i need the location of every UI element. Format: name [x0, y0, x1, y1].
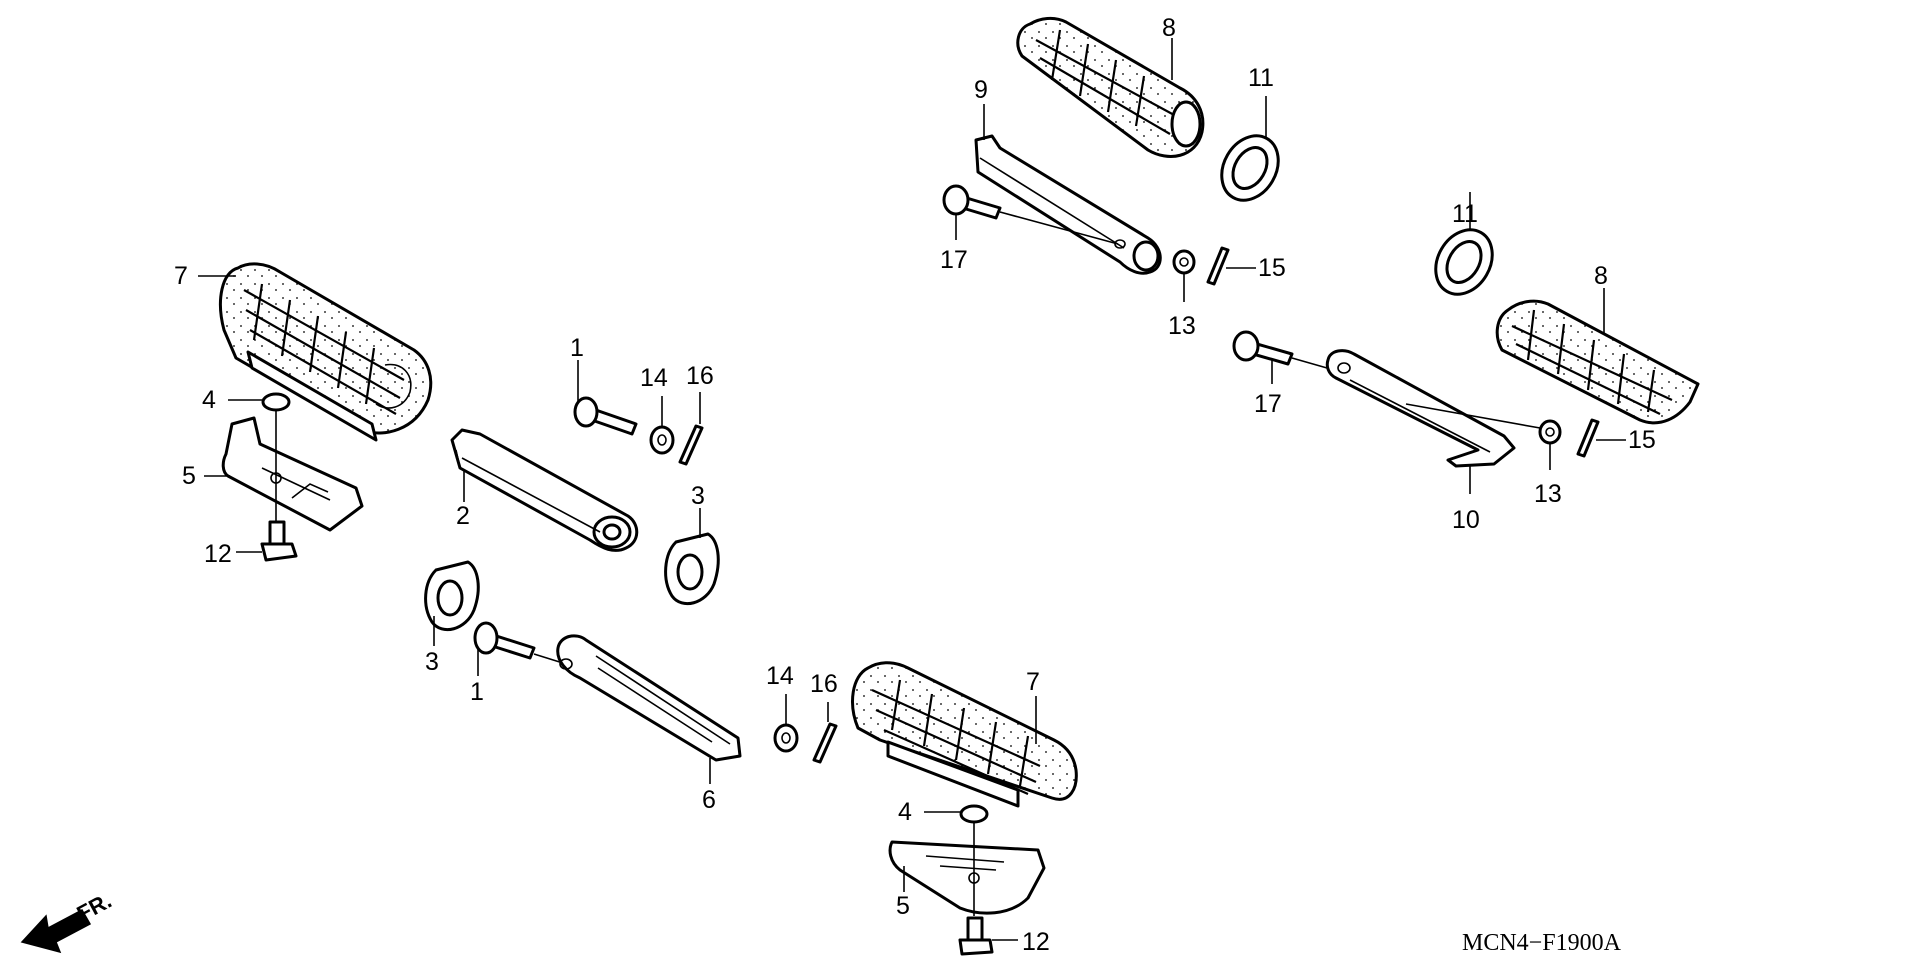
- collar-3-upper: [664, 532, 720, 606]
- callout-1-upper: 1: [570, 334, 584, 362]
- callout-2: 2: [456, 502, 470, 530]
- washer-4-right: [959, 804, 989, 824]
- callout-11-lower: 11: [1452, 200, 1478, 228]
- bolt-12-right: [958, 916, 994, 956]
- passenger-step-9: [974, 134, 1162, 275]
- pin-17-upper-axis: [999, 211, 1119, 245]
- callout-9: 9: [974, 76, 988, 104]
- ring-11-lower: [1434, 228, 1494, 296]
- pin-10-to-washer-13: [1405, 403, 1541, 429]
- callout-16-upper: 16: [686, 362, 714, 390]
- pin-1-upper: [573, 396, 638, 436]
- cotter-pin-16-lower: [812, 722, 838, 764]
- callout-17-lower: 17: [1254, 390, 1282, 418]
- callout-8-lower: 8: [1594, 262, 1608, 290]
- cotter-pin-15-lower: [1576, 418, 1600, 458]
- callout-15-lower: 15: [1628, 426, 1656, 454]
- callout-5-left: 5: [182, 462, 196, 490]
- pin-1-lower: [473, 621, 536, 660]
- ring-11-upper: [1220, 134, 1280, 202]
- callout-10: 10: [1452, 506, 1480, 534]
- pin-17-upper: [942, 184, 1002, 220]
- washer-13-upper: [1172, 249, 1196, 275]
- washer-13-lower: [1538, 419, 1562, 445]
- footpeg-rubber-7-right: [851, 661, 1078, 808]
- bracket-5-left: [221, 416, 364, 532]
- passenger-rubber-8-upper: [1016, 16, 1205, 158]
- washer-14-upper: [649, 425, 675, 455]
- diagram-code: MCN4−F1900A: [1462, 930, 1622, 956]
- callout-14-lower: 14: [766, 662, 794, 690]
- cotter-pin-15-upper: [1206, 246, 1230, 286]
- pin-17-lower: [1232, 330, 1294, 366]
- callout-11-upper: 11: [1248, 64, 1274, 92]
- collar-3-lower: [424, 560, 480, 632]
- callout-4-right: 4: [898, 798, 912, 826]
- callout-5-right: 5: [896, 892, 910, 920]
- callout-7-right: 7: [1026, 668, 1040, 696]
- callout-15-upper: 15: [1258, 254, 1286, 282]
- callout-17-upper: 17: [940, 246, 968, 274]
- callout-3-lower: 3: [425, 648, 439, 676]
- callout-3-upper: 3: [691, 482, 705, 510]
- washer-4-left: [261, 392, 291, 412]
- washer-14-lower: [773, 723, 799, 753]
- bolt-12-left: [260, 520, 298, 562]
- callout-7-left: 7: [174, 262, 188, 290]
- callout-1-lower: 1: [470, 678, 484, 706]
- callout-12-right: 12: [1022, 928, 1050, 956]
- callout-16-lower: 16: [810, 670, 838, 698]
- front-direction-arrow: [20, 908, 92, 954]
- callout-6: 6: [702, 786, 716, 814]
- callout-14-upper: 14: [640, 364, 668, 392]
- callout-4-left: 4: [202, 386, 216, 414]
- callout-13-lower: 13: [1534, 480, 1562, 508]
- footpeg-rubber-7-left: [219, 262, 433, 442]
- passenger-step-10: [1325, 349, 1516, 468]
- passenger-rubber-8-lower: [1495, 299, 1700, 425]
- bracket-5-right: [888, 840, 1046, 915]
- footpeg-bracket-2: [450, 428, 639, 552]
- callout-13-upper: 13: [1168, 312, 1196, 340]
- footpeg-bracket-6: [556, 634, 742, 762]
- cotter-pin-16-upper: [678, 424, 704, 466]
- callout-8-upper: 8: [1162, 14, 1176, 42]
- callout-12-left: 12: [204, 540, 232, 568]
